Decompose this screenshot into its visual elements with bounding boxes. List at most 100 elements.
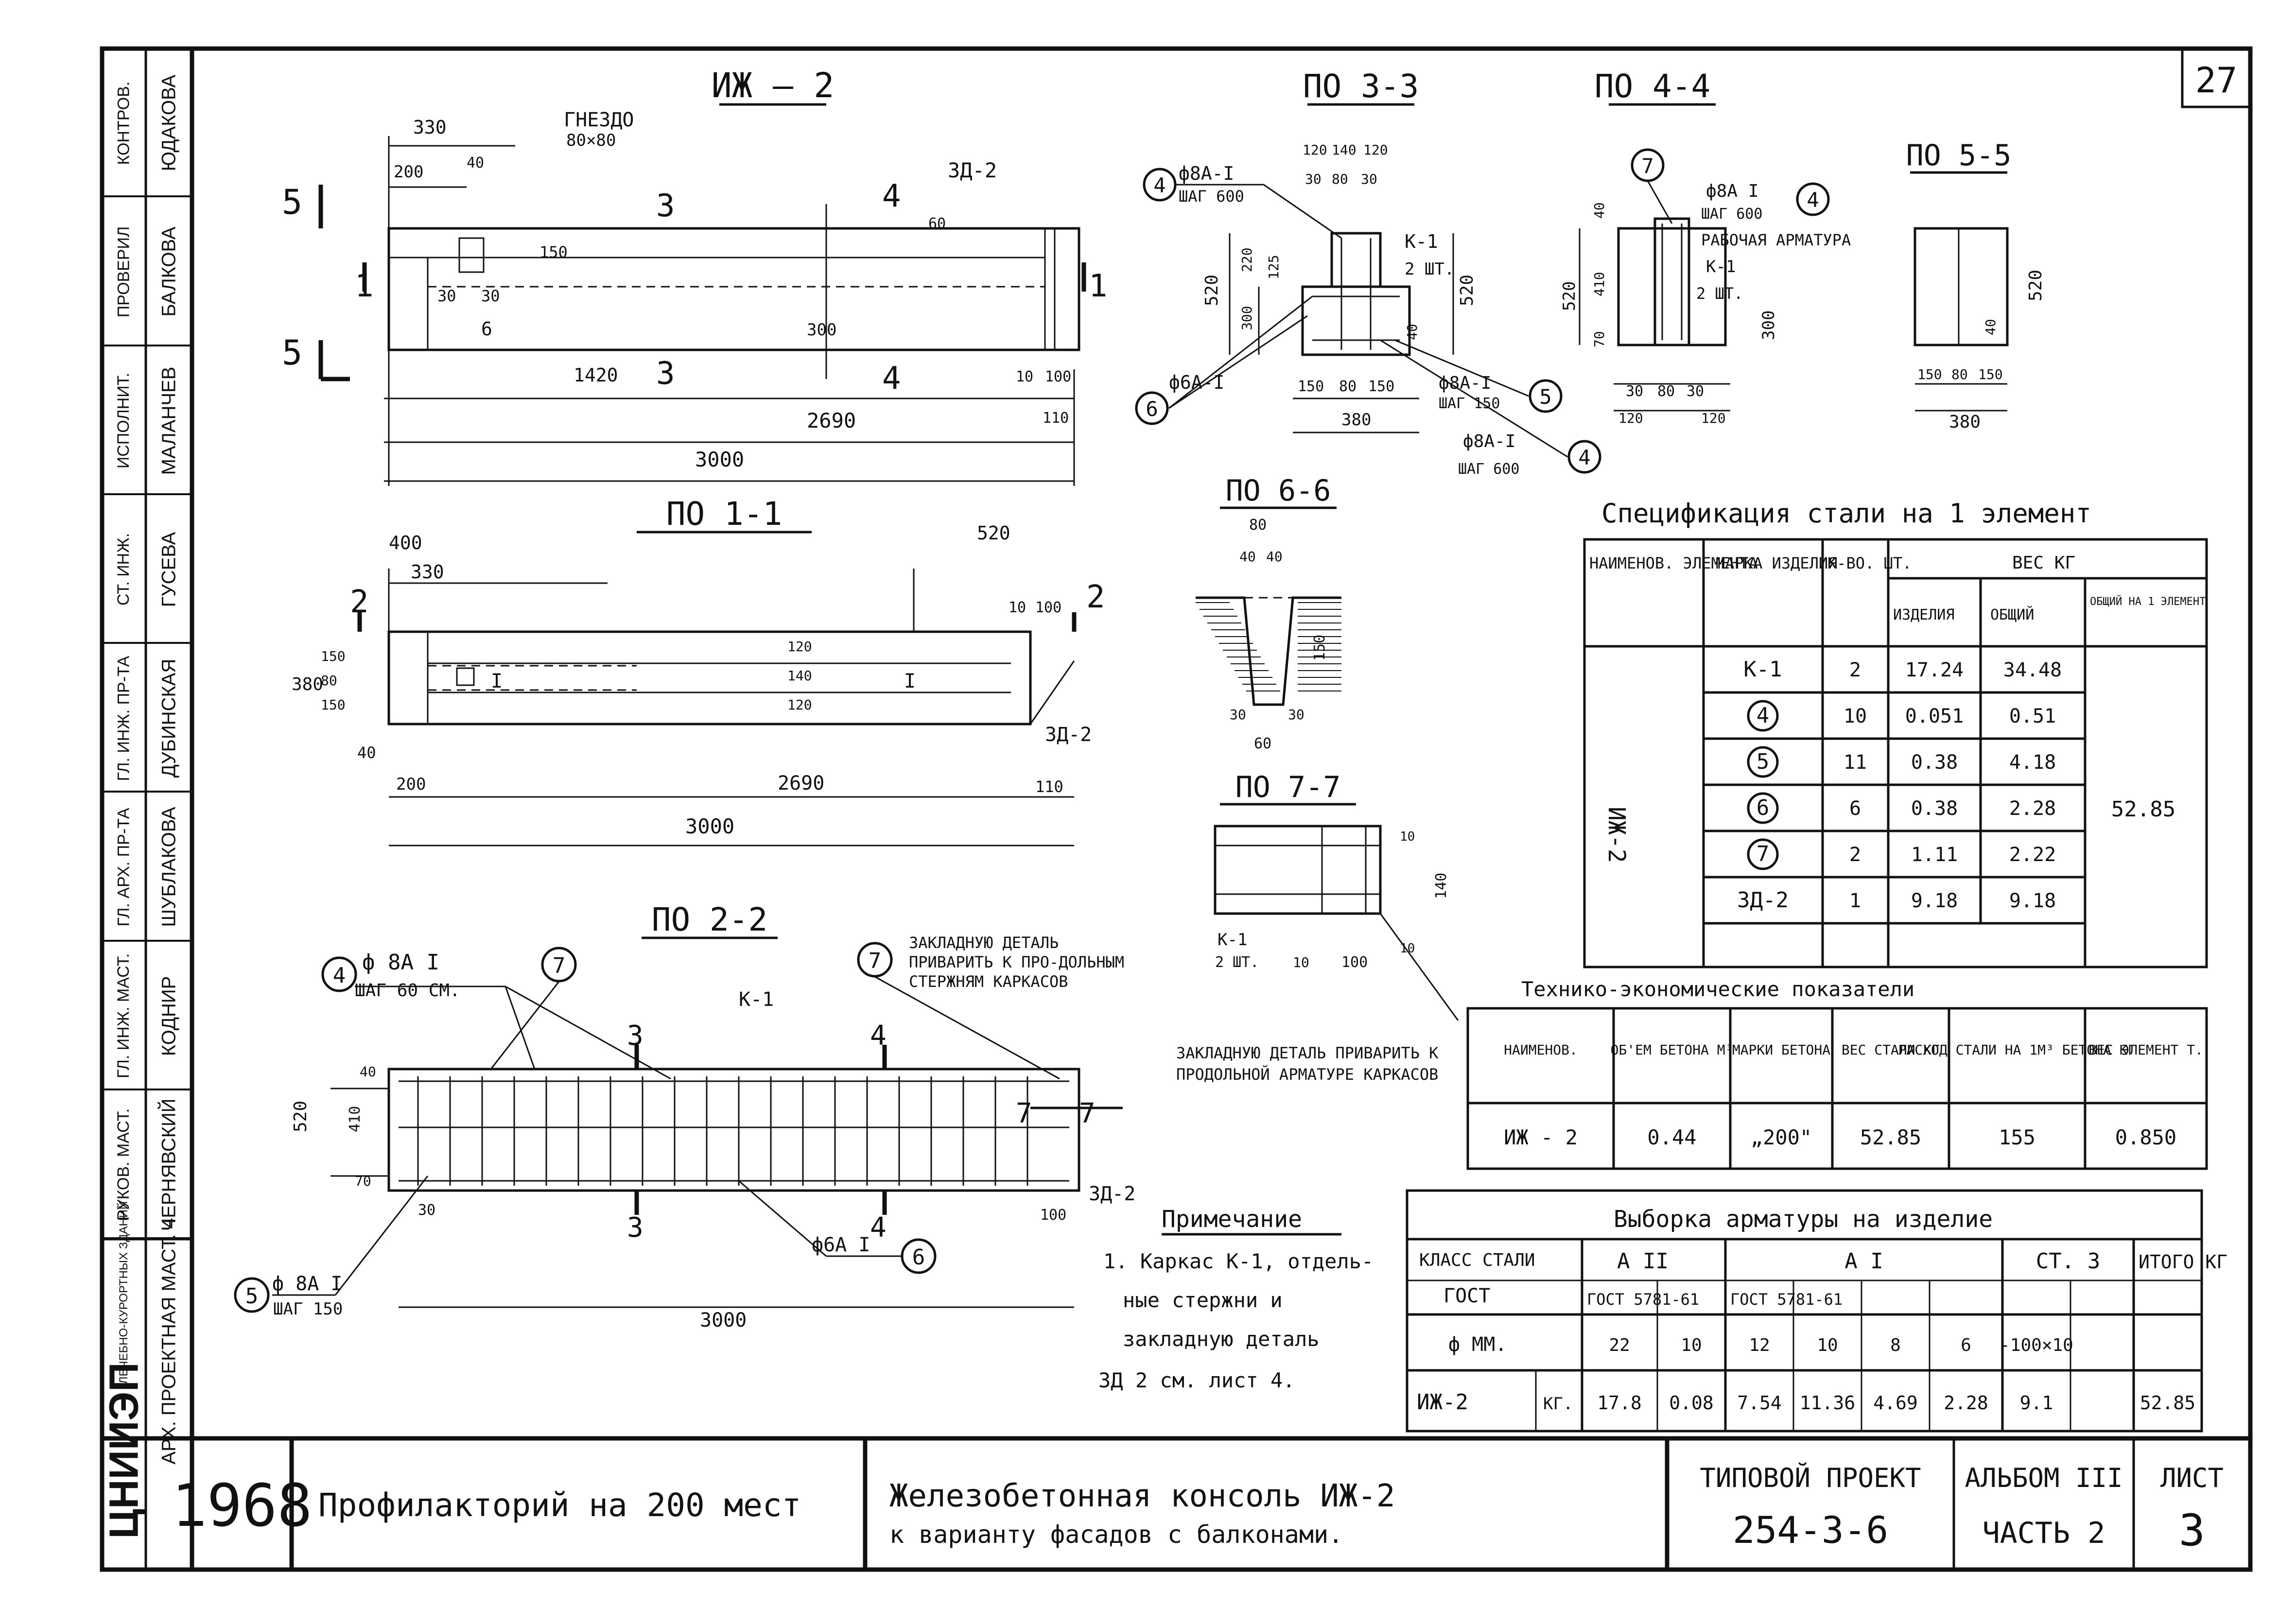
iz2-dim-60: 60	[928, 215, 946, 232]
view-s22-title: ПО 2-2	[652, 901, 767, 938]
s44-dim-70: 70	[1591, 331, 1607, 347]
iz2-sec4a: 4	[882, 178, 901, 214]
spec-cell: 4	[1757, 703, 1770, 728]
tech-header: ВЕС ЭЛЕМЕНТ Т.	[2088, 1042, 2203, 1058]
sheet-number-box	[2181, 47, 2252, 108]
tech-header: МАРКИ БЕТОНА	[1732, 1042, 1830, 1058]
spec-mark-circle	[1747, 838, 1779, 870]
rebar-class-label: КЛАСС СТАЛИ	[1419, 1250, 1535, 1270]
s11-zd2: ЗД-2	[1045, 724, 1092, 746]
s11-dim-140: 140	[787, 668, 812, 684]
s22-dim-520: 520	[291, 1101, 311, 1132]
s77-dim-10a: 10	[1400, 829, 1415, 844]
s66-dim-40b: 40	[1266, 549, 1283, 565]
iz2-sec4b: 4	[882, 361, 901, 397]
spec-element: ИЖ-2	[1603, 807, 1630, 863]
s44-dim-520: 520	[1560, 281, 1579, 311]
svg-text:4: 4	[1153, 173, 1165, 197]
iz2-nest	[458, 237, 485, 273]
sheet-number: 27	[2195, 60, 2238, 101]
s66-dim-40a: 40	[1239, 549, 1256, 565]
spec-cell: 2.28	[2009, 797, 2056, 820]
s44-dim-300: 300	[1759, 311, 1778, 340]
s22-sec7b: 7	[1079, 1098, 1096, 1129]
spec-h-total: ОБЩИЙ	[1990, 606, 2034, 623]
rebar-diam-label: ф ММ.	[1448, 1333, 1507, 1356]
rebar-diam: 12	[1749, 1335, 1770, 1355]
spec-cell: 6	[1757, 795, 1770, 820]
s44-dim-410: 410	[1591, 272, 1607, 296]
s11-dim-330: 330	[411, 561, 444, 583]
iz2-dim-40: 40	[467, 155, 484, 172]
view-s77: ПО 7-7 К-1 2 ШТ. 10 140 10 10 100 ЗАКЛАД…	[1176, 770, 1459, 1084]
s77-dim-140: 140	[1433, 873, 1450, 899]
side-stamp-name: ГУСЕВА	[158, 532, 179, 607]
tech-value: 0.44	[1647, 1125, 1696, 1149]
s66-dim-80: 80	[1249, 517, 1267, 534]
rebar-row-unit: КГ.	[1543, 1394, 1573, 1414]
svg-text:4: 4	[1578, 446, 1590, 469]
spec-cell: ЗД-2	[1737, 888, 1789, 913]
svg-text:6: 6	[912, 1245, 925, 1270]
s77-dim-10b: 10	[1400, 941, 1415, 956]
s33-k1: К-1	[1405, 231, 1438, 252]
s11-mark-i1: I	[491, 670, 503, 692]
iz2-dim-150: 150	[539, 243, 568, 261]
rebar-diam: 6	[1961, 1335, 1971, 1355]
spec-cell: 2.22	[2009, 844, 2056, 866]
rebar-diam: 22	[1609, 1335, 1630, 1355]
s22-label3: ф6А I	[812, 1234, 870, 1256]
iz2-dim-200: 200	[394, 162, 423, 182]
iz2-dim-1420: 1420	[574, 364, 618, 386]
spec-cell: 9.18	[2009, 890, 2056, 912]
tech-value: „200"	[1751, 1125, 1812, 1149]
side-stamp-institute: ЛЕЧЕБНО-КУРОРТНЫХ ЗДАНИЙ	[102, 1201, 146, 1384]
iz2-dim-30a: 30	[437, 287, 456, 305]
rebar-value: 11.36	[1800, 1392, 1855, 1414]
rebar-class-st3: СТ. 3	[2036, 1249, 2100, 1274]
view-s77-title: ПО 7-7	[1235, 770, 1341, 804]
s22-zd2: ЗД-2	[1089, 1183, 1135, 1205]
rebar-value: 7.54	[1737, 1392, 1782, 1414]
s55-dim-150b: 150	[1978, 366, 2003, 382]
tech-header: ОБ'ЕМ БЕТОНА М³	[1611, 1042, 1734, 1058]
spec-cell: 11	[1844, 751, 1867, 774]
title-year: 1968	[172, 1472, 313, 1540]
s11-mark-i2: I	[904, 670, 916, 692]
s44-dim-30b: 30	[1687, 383, 1704, 400]
note-title: Примечание	[1162, 1206, 1302, 1233]
s11-dim-2690: 2690	[778, 772, 824, 795]
s55-dim-40: 40	[1983, 319, 1999, 335]
s33-dim-300: 300	[1239, 306, 1255, 330]
spec-cell: 1.11	[1911, 844, 1958, 866]
s22-sec4a: 4	[870, 1020, 887, 1052]
title-album: АЛЬБОМ III	[1965, 1463, 2122, 1493]
iz2-dim-300: 300	[807, 320, 836, 340]
rebar-value: 52.85	[2140, 1392, 2195, 1414]
iz2-dim-30b: 30	[481, 287, 500, 305]
s11-dim-200: 200	[396, 775, 426, 794]
s33-lbl-d: ф8А-I	[1463, 432, 1515, 451]
s22-dim-100: 100	[1040, 1207, 1066, 1224]
svg-text:7: 7	[869, 949, 882, 973]
iz2-dim-6: 6	[481, 318, 492, 340]
svg-text:5: 5	[1539, 385, 1551, 409]
side-stamp-role: ИСПОЛНИТ.	[114, 373, 133, 469]
rebar-class-a1: А I	[1844, 1249, 1883, 1274]
s55-dim-520: 520	[2026, 270, 2046, 301]
spec-cell: К-1	[1743, 657, 1782, 682]
s66-dim-30a: 30	[1230, 707, 1246, 723]
s33-lbl-c: ф8А-I	[1439, 373, 1491, 393]
title-typical-project-number: 254-3-6	[1733, 1508, 1888, 1552]
iz2-dim-110: 110	[1043, 410, 1069, 427]
view-s33: ПО 3-3 4 6 5 4 ф8А-I ШАГ 600 ф6А-I ф8А-I…	[1135, 68, 1601, 478]
rebar-title: Выборка арматуры на изделие	[1614, 1206, 1993, 1233]
s11-mark-2b: 2	[1086, 579, 1105, 615]
s11-dim-80: 80	[321, 673, 337, 689]
rebar-value: 4.69	[1873, 1392, 1918, 1414]
spec-cell: 5	[1757, 749, 1770, 774]
s11-beam-outline	[387, 630, 1032, 726]
side-stamp-role: СТ. ИНЖ.	[114, 533, 133, 606]
s33-lbl-a: ф8А-I	[1179, 163, 1234, 184]
rebar-diam: -100×10	[2000, 1335, 2073, 1355]
